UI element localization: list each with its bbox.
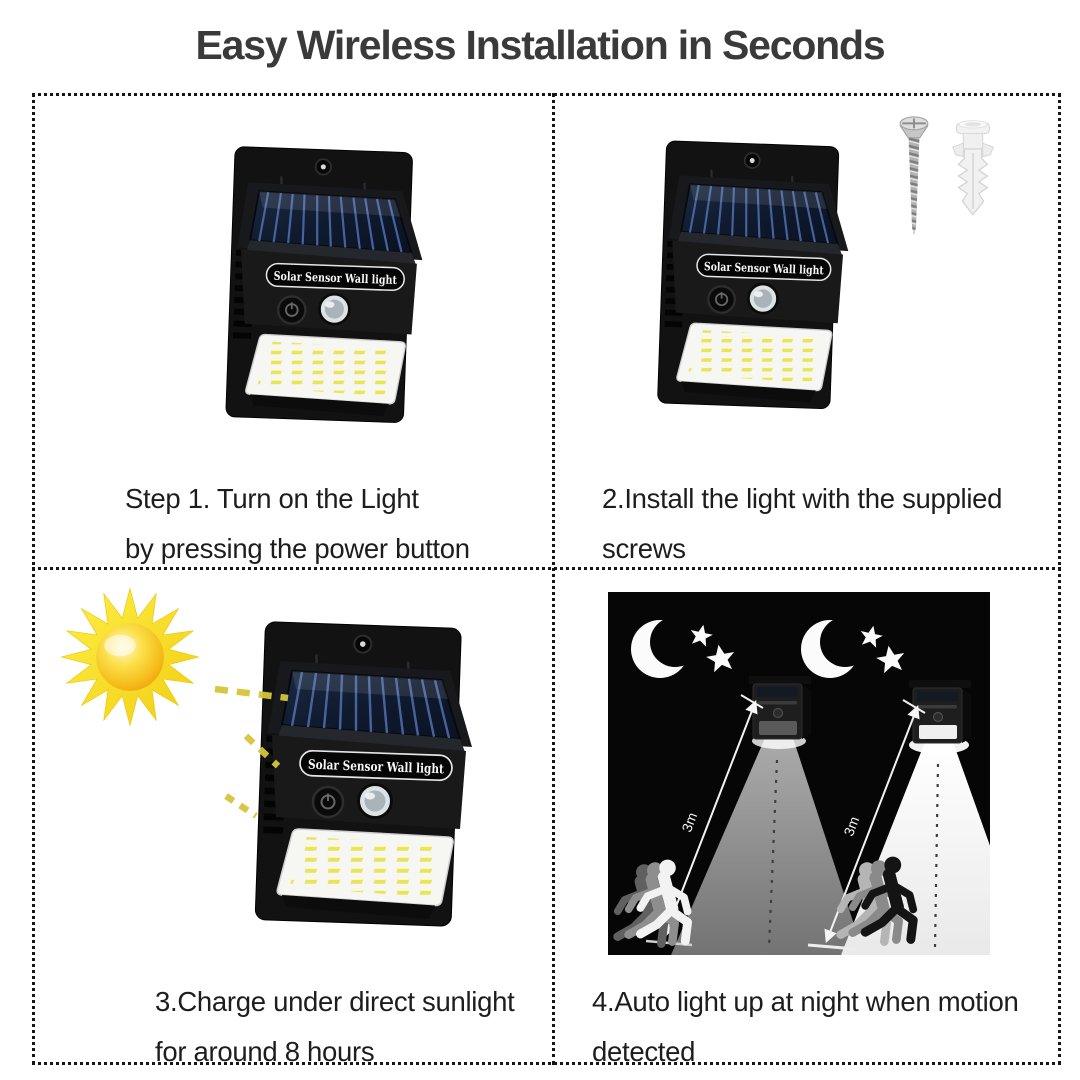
step2-caption: 2.Install the light with the supplied sc… [602, 474, 1002, 574]
screw-icon [899, 116, 929, 236]
step3-caption-line1: 3.Charge under direct sunlight [155, 986, 515, 1017]
grid-border [32, 93, 1061, 1065]
sun-icon [60, 587, 289, 818]
grid-vertical-divider [552, 93, 555, 1065]
step2-caption-line1: 2.Install the light with the supplied [602, 483, 1003, 514]
step1-caption-line2: by pressing the power button [125, 533, 470, 564]
step4-caption: 4.Auto light up at night when motion det… [592, 977, 1019, 1077]
distance-label-right: 3m [840, 814, 862, 838]
step4-caption-line1: 4.Auto light up at night when motion [592, 986, 1019, 1017]
distance-label-left: 3m [678, 810, 700, 834]
step4-caption-line2: detected [592, 1036, 696, 1067]
crescent-moon-icon [631, 617, 700, 678]
step3-caption-line2: for around 8 hours [155, 1036, 375, 1067]
step3-caption: 3.Charge under direct sunlight for aroun… [155, 977, 515, 1077]
solar-light-image-step2 [616, 116, 880, 446]
wall-anchor-icon [952, 120, 994, 216]
grid-horizontal-divider [32, 567, 1061, 570]
step1-caption-line1: Step 1. Turn on the Light [125, 483, 419, 514]
page-title: Easy Wireless Installation in Seconds [195, 22, 886, 68]
step1-caption: Step 1. Turn on the Light by pressing th… [125, 474, 470, 574]
night-scene: 3m 3m [608, 592, 990, 955]
wall-light-night-left [748, 675, 812, 740]
solar-light-image-step1 [183, 122, 455, 460]
step2-caption-line2: screws [602, 533, 686, 564]
crescent-moon-icon [801, 617, 870, 678]
sun-ray-dashes [214, 685, 289, 818]
